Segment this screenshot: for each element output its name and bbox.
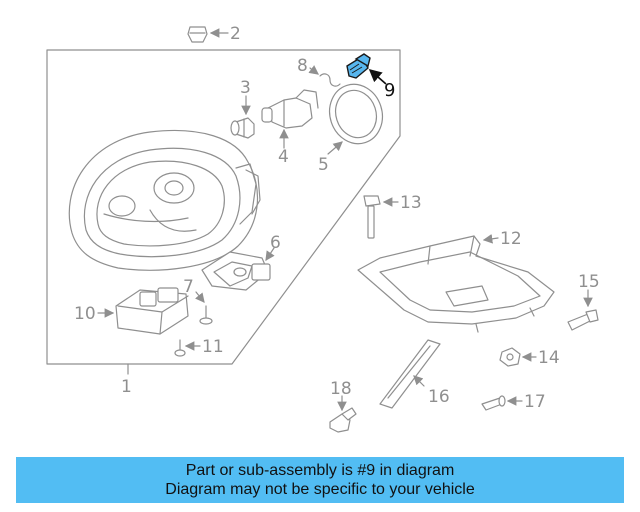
- callout-2: 2: [230, 24, 241, 44]
- part-16-trim: [379, 339, 441, 409]
- part-5-seal: [328, 83, 384, 145]
- callout-10: 10: [74, 304, 96, 324]
- part-18-bolt: [329, 407, 357, 433]
- callout-3: 3: [240, 78, 251, 98]
- callout-13: 13: [400, 193, 422, 213]
- part-11-screw: [174, 339, 186, 357]
- callout-1: 1: [121, 377, 132, 397]
- banner-line-2: Diagram may not be specific to your vehi…: [165, 481, 475, 498]
- callout-16: 16: [428, 387, 450, 407]
- part-4-socket: [261, 89, 319, 129]
- assembly-boundary: [46, 49, 401, 365]
- part-2-nut: [187, 26, 208, 43]
- callout-9: 9: [384, 80, 395, 101]
- part-14-nut: [499, 347, 521, 367]
- callout-7: 7: [183, 277, 194, 297]
- callout-14: 14: [538, 348, 560, 368]
- part-10-control-unit: [115, 287, 189, 335]
- callout-15: 15: [578, 272, 600, 292]
- headlamp-housing: [68, 129, 261, 271]
- callout-11: 11: [202, 337, 224, 357]
- info-banner: Part or sub-assembly is #9 in diagram Di…: [16, 457, 624, 503]
- part-15-bolt: [567, 309, 599, 331]
- part-6-module: [201, 251, 271, 291]
- callout-6: 6: [270, 233, 281, 253]
- callout-12: 12: [500, 229, 522, 249]
- callout-5: 5: [318, 155, 329, 175]
- part-3-bulb: [230, 117, 255, 139]
- callout-18: 18: [330, 379, 352, 399]
- parts-diagram: 1 2 3 4 5: [46, 24, 600, 433]
- callout-8: 8: [297, 56, 308, 76]
- part-13-bolt: [363, 195, 381, 239]
- part-17-screw: [481, 395, 506, 411]
- part-12-bracket: [357, 235, 555, 333]
- callout-17: 17: [524, 392, 546, 412]
- part-9-screw-highlighted: [346, 53, 371, 79]
- callout-4: 4: [278, 147, 289, 167]
- part-7-pin: [199, 305, 213, 325]
- part-8-clip: [319, 73, 341, 87]
- banner-line-1: Part or sub-assembly is #9 in diagram: [185, 462, 455, 479]
